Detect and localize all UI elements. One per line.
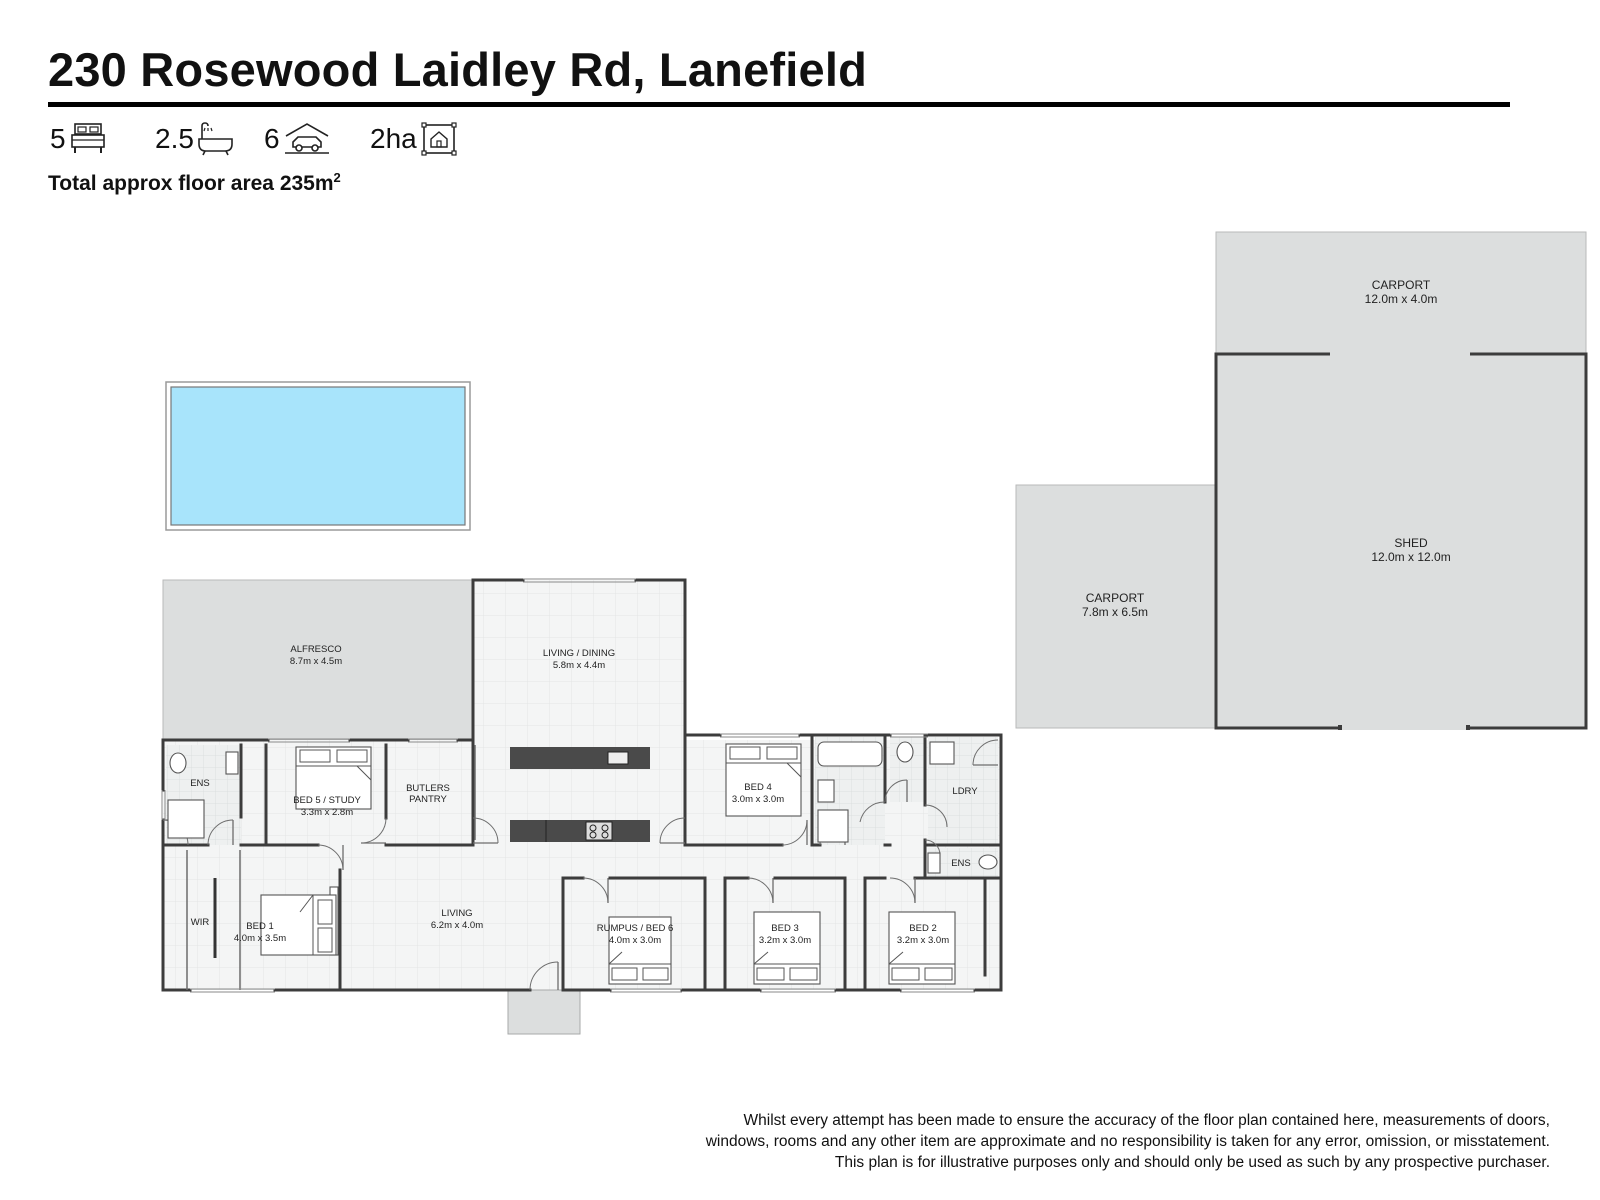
dims-bed3: 3.2m x 3.0m <box>759 935 811 946</box>
cooktop <box>585 821 613 841</box>
car-icon <box>284 123 329 154</box>
stat-car-spaces: 6 <box>264 122 330 156</box>
dims-bed4: 3.0m x 3.0m <box>732 794 784 805</box>
label-pantry: PANTRY <box>409 794 447 805</box>
bed-icon <box>70 123 105 153</box>
toilet-icon <box>169 752 187 774</box>
stat-land: 2ha <box>370 122 457 156</box>
label-living: LIVING <box>441 908 472 919</box>
bathrooms-count: 2.5 <box>155 123 194 154</box>
dims-carport-left: 7.8m x 6.5m <box>1082 605 1148 619</box>
label-bed5: BED 5 / STUDY <box>293 795 361 806</box>
dims-shed: 12.0m x 12.0m <box>1371 550 1450 564</box>
bathtub-icon <box>817 741 883 767</box>
shower-icon <box>817 809 849 843</box>
bedrooms-count: 5 <box>50 123 66 154</box>
dims-living: 6.2m x 4.0m <box>431 920 483 931</box>
dims-bed5: 3.3m x 2.8m <box>301 807 353 818</box>
floor-area-label: Total approx floor area 235m <box>48 172 334 195</box>
label-ldry: LDRY <box>952 786 978 797</box>
toilet-icon <box>978 854 998 870</box>
cooktop-burners <box>589 824 609 839</box>
bed-bed3 <box>753 911 821 985</box>
stat-bedrooms: 5 <box>50 122 106 156</box>
carport-top <box>1215 231 1587 355</box>
bath-icon <box>198 122 233 156</box>
dims-living-dining: 5.8m x 4.4m <box>553 660 605 671</box>
windows <box>161 578 975 993</box>
disclaimer-line: windows, rooms and any other item are ap… <box>705 1133 1550 1150</box>
thin-walls <box>186 745 476 990</box>
title-rule <box>48 102 1510 107</box>
walls <box>161 578 1003 992</box>
label-butlers: BUTLERS <box>406 783 450 794</box>
land-icon <box>421 122 457 156</box>
disclaimer-line: Whilst every attempt has been made to en… <box>743 1112 1550 1129</box>
label-ens-left: ENS <box>190 778 210 789</box>
basin-icon <box>225 751 239 775</box>
bed-rumpus <box>608 916 672 985</box>
floor-area: Total approx floor area 235m2 <box>48 170 341 196</box>
disclaimer: Whilst every attempt has been made to en… <box>570 1110 1550 1173</box>
bed-bed2 <box>888 911 956 985</box>
label-bed3: BED 3 <box>771 923 798 934</box>
dims-bed2: 3.2m x 3.0m <box>897 935 949 946</box>
label-shed: SHED <box>1394 536 1428 550</box>
door-leaves <box>163 764 998 990</box>
shed-door-mark <box>1466 725 1470 730</box>
laundry-tub-icon <box>929 741 955 765</box>
dims-rumpus: 4.0m x 3.0m <box>609 935 661 946</box>
label-rumpus: RUMPUS / BED 6 <box>597 923 674 934</box>
dims-bed1: 4.0m x 3.5m <box>234 933 286 944</box>
bed-bed5 <box>295 746 372 810</box>
label-carport-top: CARPORT <box>1372 278 1431 292</box>
dims-alfresco: 8.7m x 4.5m <box>290 656 342 667</box>
land-size: 2ha <box>370 123 417 154</box>
disclaimer-line: This plan is for illustrative purposes o… <box>834 1154 1550 1171</box>
label-wir: WIR <box>191 917 210 928</box>
label-bed4: BED 4 <box>744 782 771 793</box>
label-bed1: BED 1 <box>246 921 273 932</box>
basin-icon <box>817 779 835 803</box>
entry-porch <box>507 989 581 1035</box>
basin-icon <box>927 852 941 874</box>
label-bed2: BED 2 <box>909 923 936 934</box>
label-ens-right: ENS <box>951 858 971 869</box>
shed-door-mark <box>1338 725 1342 730</box>
bed-bed4 <box>725 743 802 817</box>
label-alfresco: ALFRESCO <box>290 644 341 655</box>
kitchen-island <box>510 747 650 769</box>
dims-carport-top: 12.0m x 4.0m <box>1365 292 1438 306</box>
island-sink <box>607 751 629 765</box>
toilet-icon <box>896 741 914 763</box>
bed-bed1 <box>260 894 337 956</box>
pool <box>170 386 466 526</box>
page-title: 230 Rosewood Laidley Rd, Lanefield <box>48 43 868 96</box>
kitchen-bench <box>510 820 650 842</box>
label-carport-left: CARPORT <box>1086 591 1145 605</box>
shed <box>1214 352 1588 730</box>
carport-left <box>1015 484 1217 729</box>
stat-bathrooms: 2.5 <box>155 122 234 156</box>
floor-area-unit-sup: 2 <box>333 170 341 185</box>
shower-icon <box>167 799 205 839</box>
label-living-dining: LIVING / DINING <box>543 648 615 659</box>
car-spaces-count: 6 <box>264 123 280 154</box>
alfresco-area <box>162 579 474 741</box>
